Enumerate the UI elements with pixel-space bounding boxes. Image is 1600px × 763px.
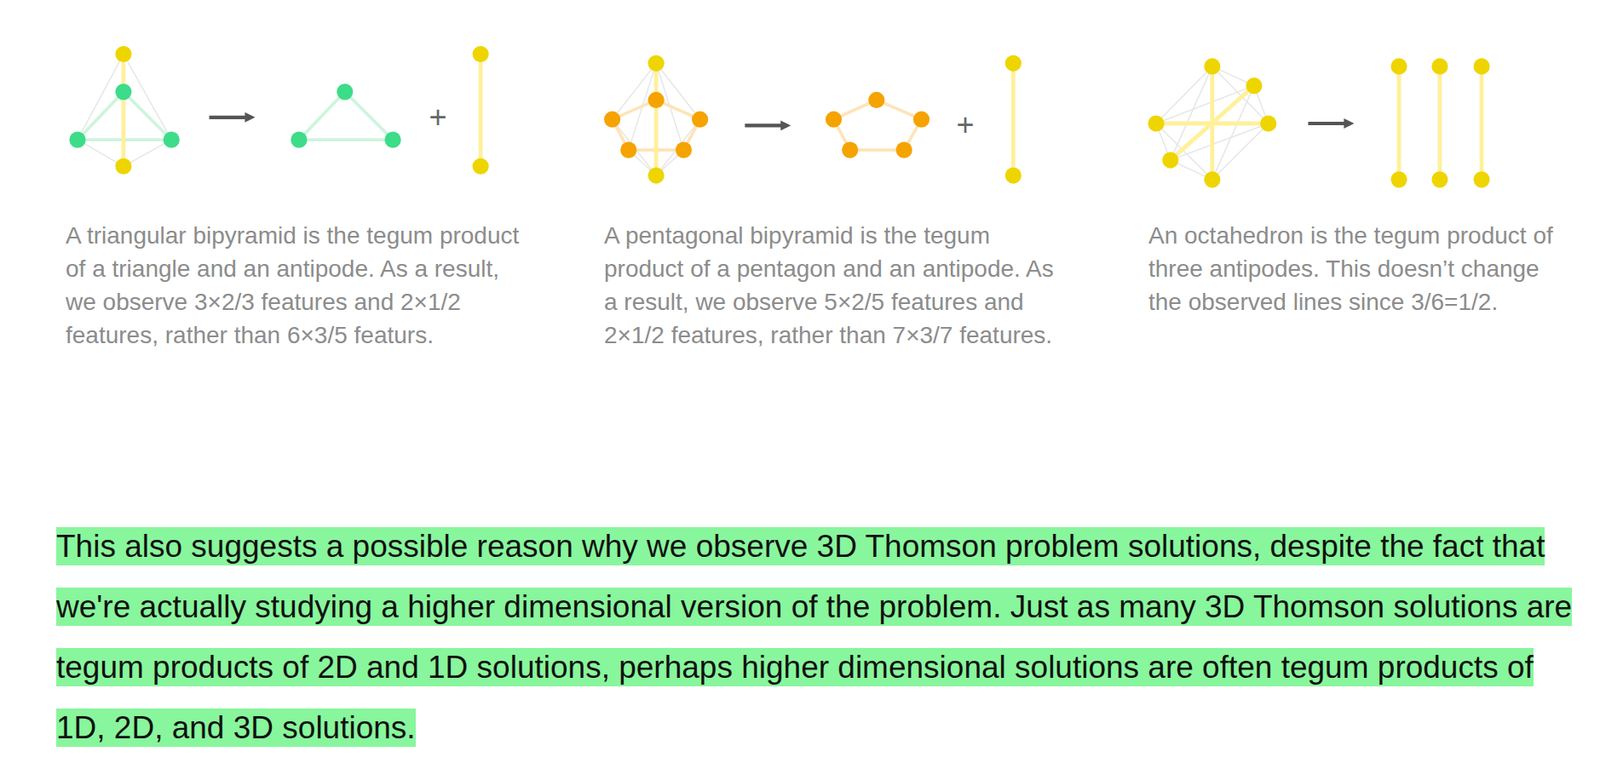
figure-caption: A pentagonal bipyramid is the tegum prod… [604,218,1065,352]
paragraph-block: This also suggests a possible reason why… [56,516,1582,759]
figure-caption: An octahedron is the tegum product of th… [1148,218,1575,319]
plus-sign: + [428,100,447,135]
figure-caption: A triangular bipyramid is the tegum prod… [65,218,526,352]
highlighted-paragraph: This also suggests a possible reason why… [56,527,1572,748]
plus-sign: + [955,108,974,143]
